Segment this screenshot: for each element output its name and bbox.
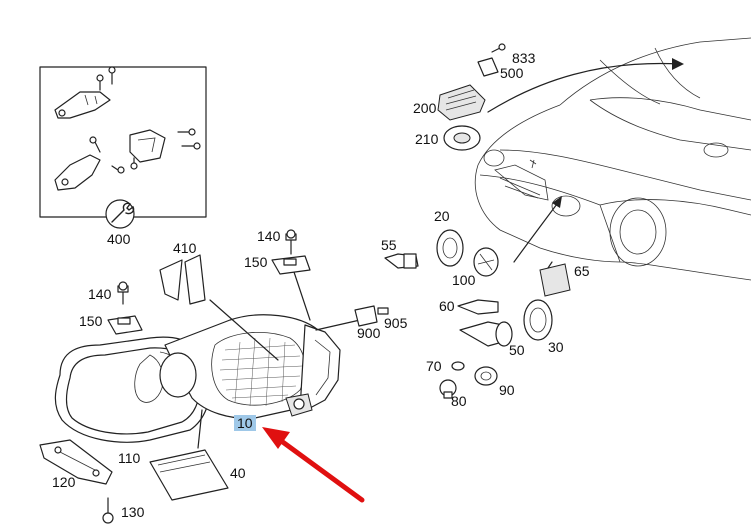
small-parts-left	[39, 229, 389, 524]
label-30: 30	[548, 339, 564, 355]
car-outline	[474, 37, 751, 281]
label-55: 55	[381, 237, 397, 253]
label-150-top: 150	[244, 254, 268, 270]
label-130: 130	[121, 504, 145, 520]
red-arrow-icon	[262, 427, 365, 503]
label-833: 833	[512, 50, 536, 66]
label-140-left: 140	[88, 286, 112, 302]
label-100: 100	[452, 272, 476, 288]
headlamp-assembly	[54, 271, 361, 449]
label-50: 50	[509, 342, 525, 358]
wrench-icon	[105, 199, 135, 229]
label-210: 210	[415, 131, 439, 147]
label-140-top: 140	[257, 228, 281, 244]
label-200: 200	[413, 100, 437, 116]
label-90: 90	[499, 382, 515, 398]
label-60: 60	[439, 298, 455, 314]
label-900: 900	[357, 325, 381, 341]
part-labels: 10 20 30 40 50 55 60 65 70 80 90 100 110…	[52, 50, 590, 520]
label-10: 10	[237, 415, 253, 431]
label-400: 400	[107, 231, 131, 247]
label-905: 905	[384, 315, 408, 331]
label-500: 500	[500, 65, 524, 81]
mounting-kit-inset	[39, 66, 207, 229]
label-40: 40	[230, 465, 246, 481]
label-80: 80	[451, 393, 467, 409]
label-120: 120	[52, 474, 76, 490]
label-110: 110	[118, 450, 141, 466]
label-70: 70	[426, 358, 442, 374]
label-20: 20	[434, 208, 450, 224]
bulbs-and-sockets	[384, 43, 684, 399]
label-150-left: 150	[79, 313, 103, 329]
highlight-part-10	[234, 415, 256, 431]
label-410: 410	[173, 240, 197, 256]
label-65: 65	[574, 263, 590, 279]
